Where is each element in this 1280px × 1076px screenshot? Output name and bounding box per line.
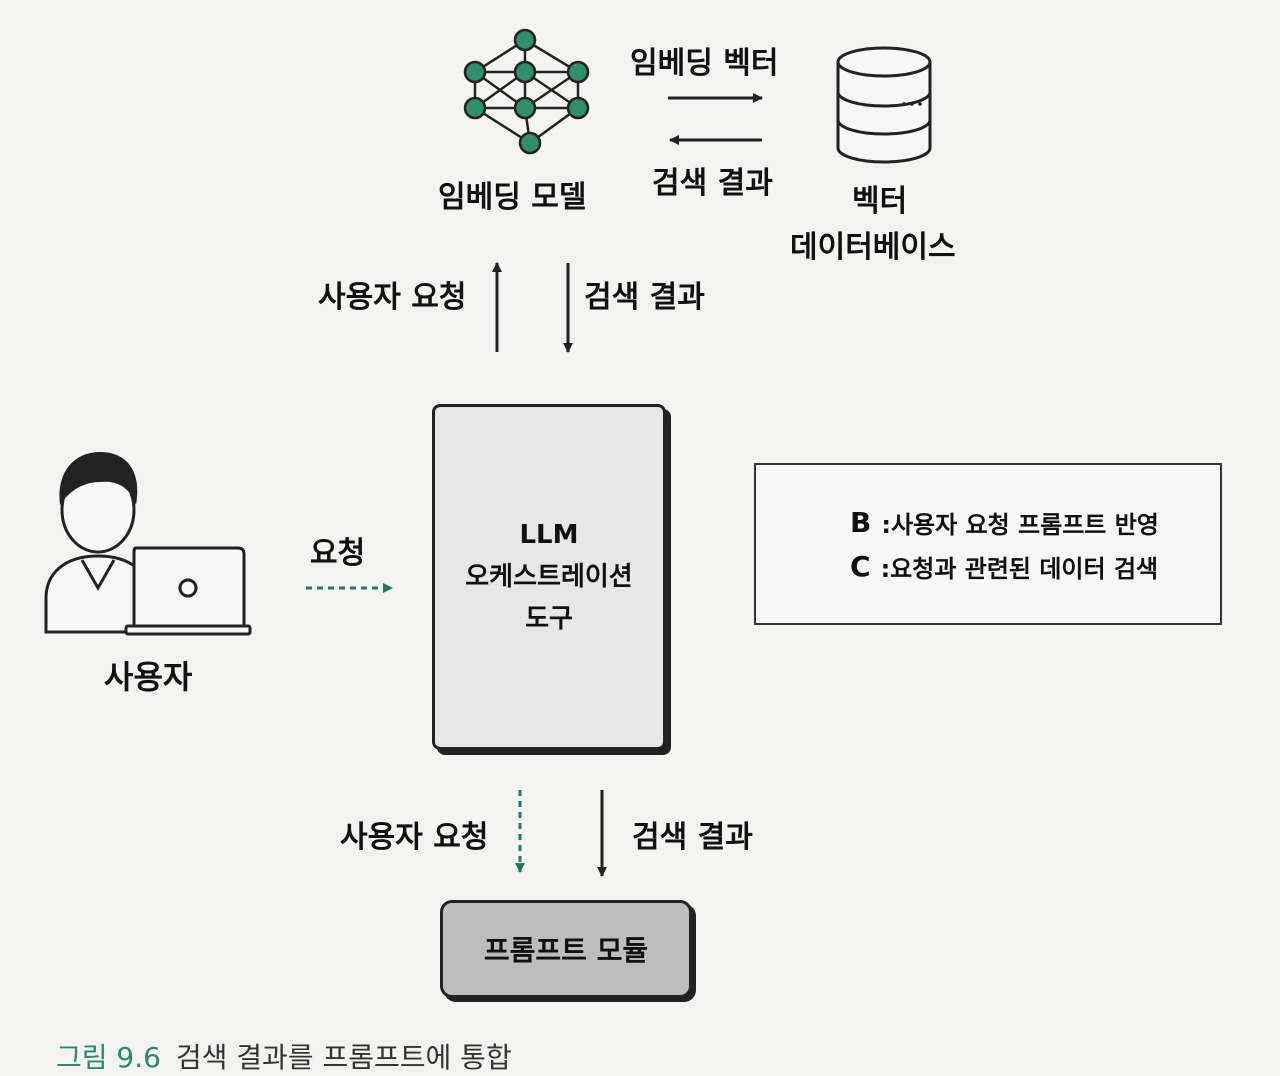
user-icon [44,452,252,636]
request-label: 요청 [310,536,366,571]
legend-desc-c: :요청과 관련된 데이터 검색 [880,555,1159,583]
legend-desc-b: :사용자 요청 프롬프트 반영 [881,511,1159,539]
figure-caption: 그림 9.6 검색 결과를 프롬프트에 통합 [56,1036,512,1076]
search-result-db-label: 검색 결과 [652,166,773,201]
search-result-down-top-label: 검색 결과 [584,280,705,315]
vector-db-label-line1: 벡터 [852,184,908,219]
legend: B :사용자 요청 프롬프트 반영 C :요청과 관련된 데이터 검색 [754,463,1222,625]
search-result-down-bottom-label: 검색 결과 [632,820,753,855]
legend-item-b: B :사용자 요청 프롬프트 반영 [850,505,1159,540]
embedding-model-label: 임베딩 모델 [438,180,587,215]
database-icon [836,46,932,164]
user-request-down-label: 사용자 요청 [340,820,489,855]
legend-item-c: C :요청과 관련된 데이터 검색 [850,549,1158,584]
neural-network-icon [463,28,590,155]
user-request-up-label: 사용자 요청 [318,280,467,315]
orchestrator-line-3: 도구 [525,604,573,634]
user-label: 사용자 [104,658,193,696]
prompt-module: 프롬프트 모듈 [440,900,692,998]
prompt-module-label: 프롬프트 모듈 [483,934,649,967]
embedding-vector-label: 임베딩 벡터 [630,46,779,81]
legend-key-b: B [850,506,872,539]
orchestrator-line-1: LLM [519,520,579,550]
figure-number: 그림 9.6 [56,1041,161,1074]
llm-orchestration-tool: LLM 오케스트레이션 도구 [432,404,666,750]
vector-db-label-line2: 데이터베이스 [790,230,956,265]
orchestrator-line-2: 오케스트레이션 [465,562,633,592]
figure-caption-text: 검색 결과를 프롬프트에 통합 [175,1041,512,1074]
legend-key-c: C [850,550,871,583]
